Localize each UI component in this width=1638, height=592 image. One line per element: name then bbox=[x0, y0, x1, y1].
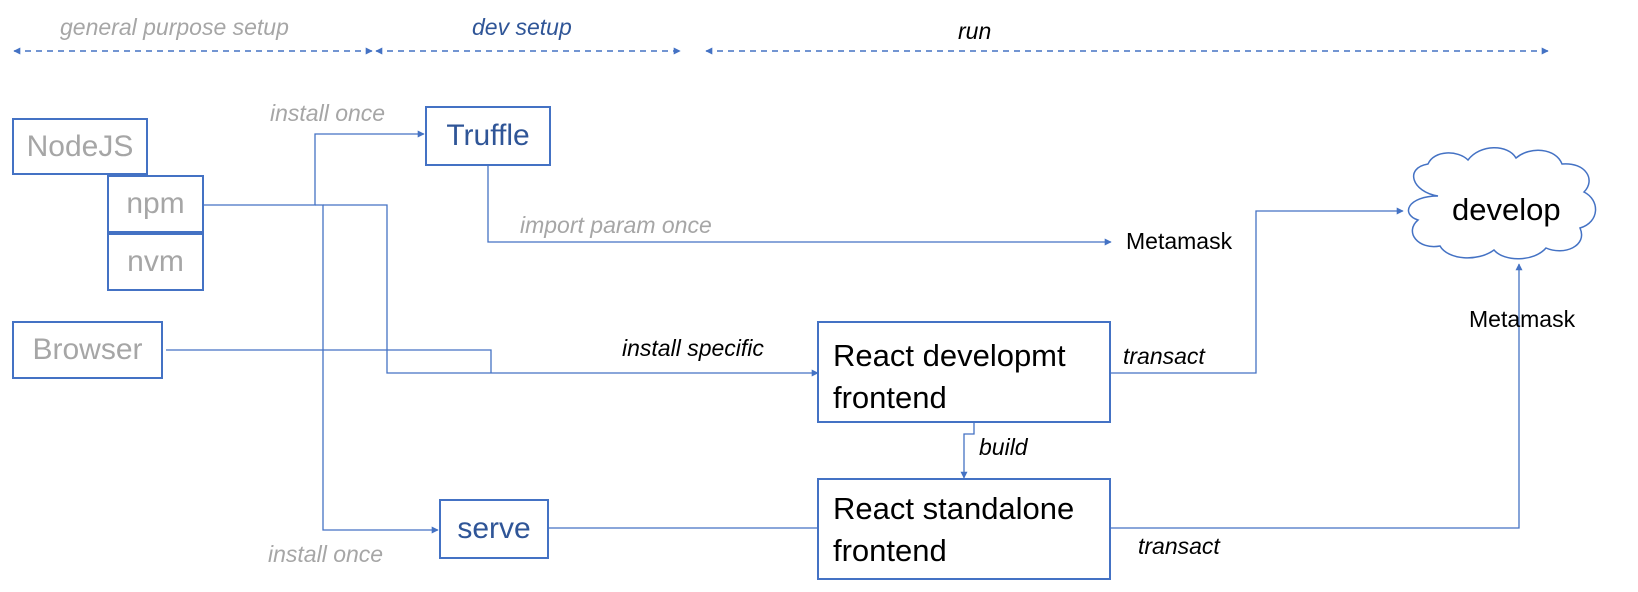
edge-npm-truffle bbox=[203, 130, 425, 206]
edge-npm-react-dev bbox=[323, 204, 819, 377]
build-label: build bbox=[979, 434, 1028, 460]
npm-box: npm bbox=[107, 175, 204, 233]
react-dev-box: React developmt frontend bbox=[817, 321, 1111, 423]
react-standalone-line2: frontend bbox=[833, 533, 947, 568]
nvm-box: nvm bbox=[107, 233, 204, 291]
edge-npm-serve bbox=[315, 204, 439, 534]
transact-top-label: transact bbox=[1123, 343, 1205, 369]
metamask-right-label: Metamask bbox=[1469, 306, 1576, 332]
truffle-box: Truffle bbox=[425, 106, 551, 166]
phase-run-label: run bbox=[958, 18, 992, 44]
import-param-once-label: import param once bbox=[520, 212, 712, 238]
develop-label: develop bbox=[1452, 192, 1561, 227]
edge-build bbox=[960, 423, 975, 479]
react-dev-line2: frontend bbox=[833, 380, 947, 415]
edge-truffle-metamask bbox=[487, 165, 1112, 246]
react-standalone-box: React standalone frontend bbox=[817, 478, 1111, 580]
install-specific-label: install specific bbox=[622, 335, 764, 361]
serve-box: serve bbox=[439, 499, 549, 559]
react-dev-line1: React developmt bbox=[833, 338, 1066, 373]
edge-browser-react-dev bbox=[166, 349, 492, 373]
edge-react-dev-develop bbox=[1110, 207, 1404, 374]
phase-dev-label: dev setup bbox=[472, 14, 572, 40]
phase-general-label: general purpose setup bbox=[60, 14, 289, 40]
develop-cloud bbox=[1407, 147, 1597, 260]
install-once-top-label: install once bbox=[270, 100, 386, 126]
metamask-top-label: Metamask bbox=[1126, 228, 1233, 254]
react-standalone-line1: React standalone bbox=[833, 491, 1075, 526]
browser-box: Browser bbox=[12, 321, 163, 379]
install-once-bottom-label: install once bbox=[268, 541, 384, 567]
nodejs-box: NodeJS bbox=[12, 118, 148, 175]
transact-bottom-label: transact bbox=[1138, 533, 1220, 559]
